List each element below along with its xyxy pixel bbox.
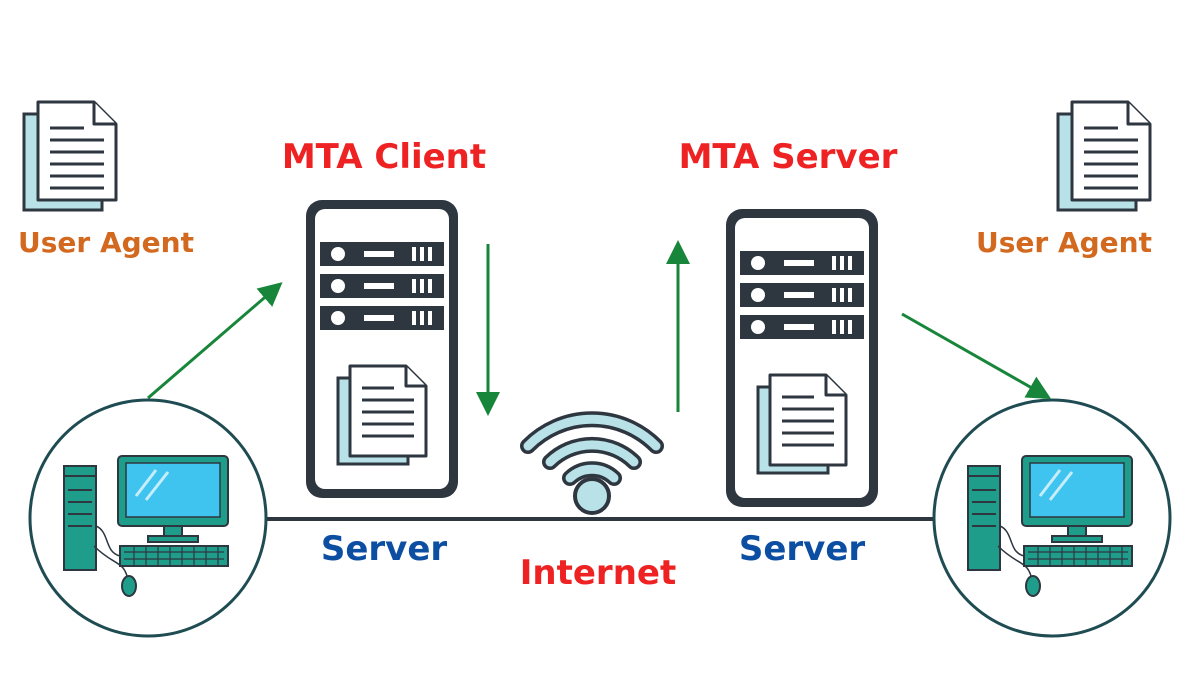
mta-server-label: MTA Server <box>679 137 898 177</box>
user-agent-label-right: User Agent <box>976 226 1152 259</box>
user-agent-label-left: User Agent <box>18 226 194 259</box>
server-rack-icon <box>304 198 460 500</box>
document-icon <box>22 100 118 212</box>
server-label-right: Server <box>739 529 866 569</box>
document-icon <box>1056 100 1152 212</box>
server-label-left: Server <box>321 529 448 569</box>
flow-arrow <box>901 312 1052 399</box>
flow-arrow <box>147 282 283 400</box>
internet-label: Internet <box>520 553 676 593</box>
server-rack-icon <box>724 207 880 509</box>
wifi-icon <box>520 411 664 515</box>
mta-client-label: MTA Client <box>282 137 486 177</box>
